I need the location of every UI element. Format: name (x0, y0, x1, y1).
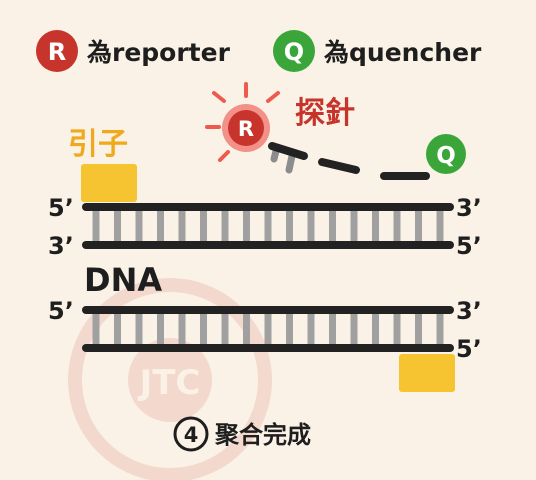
dna-top-rung (307, 207, 315, 245)
dna-top-rung (157, 207, 164, 245)
dna-top-rung (92, 207, 100, 245)
primer-label: 引子 (68, 127, 128, 162)
step-number: 4 (184, 423, 199, 447)
probe-fragment-stubs (270, 147, 296, 174)
dna-top-rung (114, 207, 121, 245)
dna-top-rung (436, 207, 444, 245)
legend-reporter-symbol: R (48, 38, 66, 66)
dna-bottom-rung (178, 310, 186, 348)
step-number-ring (173, 416, 209, 452)
dna-top-rung (178, 207, 186, 245)
probe-reporter-badge (228, 110, 264, 146)
dna-bottom-rung (264, 310, 272, 348)
probe-strand-fragments (268, 142, 430, 180)
dna-bottom-rung (200, 310, 207, 348)
dna-bottom-rung (157, 310, 164, 348)
dna-top-rung (393, 207, 401, 245)
dna-top-rung (264, 207, 272, 245)
dna-label: DNA (84, 261, 162, 299)
watermark-inner-circle (128, 338, 212, 422)
legend-quencher-badge (273, 30, 315, 72)
dna-top-rung (243, 207, 250, 245)
probe-quencher-symbol: Q (436, 143, 456, 169)
dna-bottom-rung (135, 310, 143, 348)
dna-top-rung (221, 207, 229, 245)
dna-top-rung (372, 207, 379, 245)
dna-bottom-rung (329, 310, 336, 348)
strand-3-left-end: 5’ (48, 297, 74, 325)
dna-bottom-rung (415, 310, 422, 348)
strand-3-right-end: 3’ (456, 297, 482, 325)
watermark: JTC (68, 278, 272, 480)
watermark-center-text: JTC (138, 363, 201, 403)
dna-top-rung (200, 207, 207, 245)
probe-reporter-symbol: R (238, 117, 254, 141)
dna-bottom-rung (92, 310, 100, 348)
strand-1-left-end: 5’ (48, 194, 74, 222)
dna-top-rung (350, 207, 358, 245)
dna-top-rung (286, 207, 293, 245)
strand-2-right-end: 5’ (456, 232, 482, 260)
strand-4-right-end: 5’ (456, 335, 482, 363)
legend-reporter-text: 為reporter (87, 38, 231, 67)
dna-bottom-rung (372, 310, 379, 348)
dna-bottom-rung (350, 310, 358, 348)
dna-bottom-rung (393, 310, 401, 348)
dna-rungs-top (92, 207, 444, 245)
strand-2-left-end: 3’ (48, 232, 74, 260)
dna-top-rung (415, 207, 422, 245)
dna-bottom-rung (286, 310, 293, 348)
legend-quencher-symbol: Q (284, 38, 304, 66)
dna-bottom-rung (221, 310, 229, 348)
watermark-ring (68, 278, 272, 480)
probe-label: 探針 (295, 96, 355, 131)
dna-bottom-rung (307, 310, 315, 348)
dna-rungs-bottom (92, 310, 444, 348)
legend-reporter-badge (36, 30, 78, 72)
legend-quencher-text: 為quencher (324, 38, 482, 67)
dna-bottom-rung (436, 310, 444, 348)
primer-block-bottom (399, 354, 455, 392)
step-label: 聚合完成 (214, 421, 311, 449)
primer-block-top (81, 164, 137, 202)
dna-bottom-rung (114, 310, 121, 348)
dna-bottom-rung (243, 310, 250, 348)
dna-top-rung (135, 207, 143, 245)
reporter-glow-rays (205, 82, 280, 162)
probe-quencher-badge (426, 134, 466, 174)
dna-top-rung (329, 207, 336, 245)
strand-1-right-end: 3’ (456, 194, 482, 222)
dna-strands (82, 203, 454, 352)
